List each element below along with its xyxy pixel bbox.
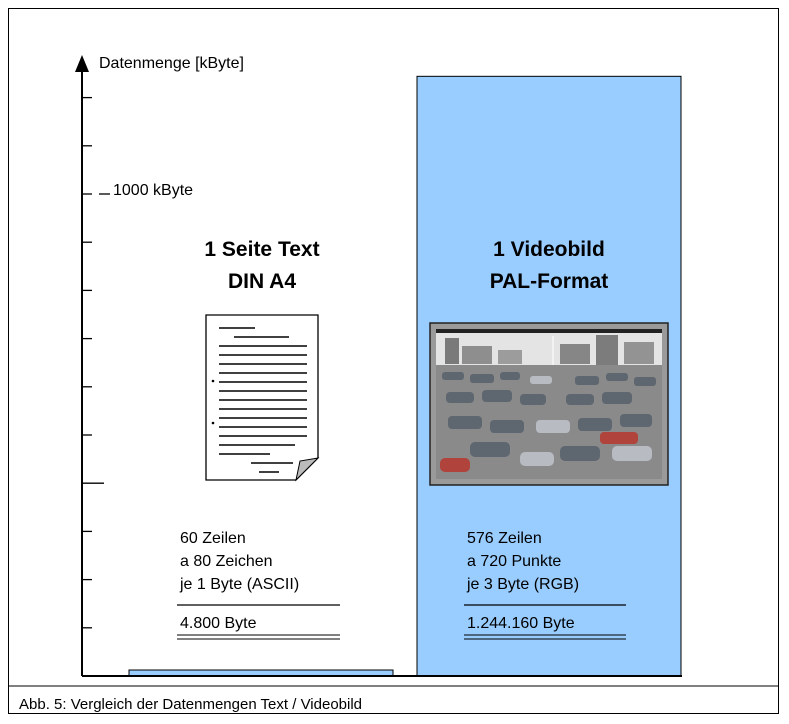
bar-title-video-line-1: 1 Videobild	[493, 238, 605, 261]
bar-total-text: 4.800 Byte	[180, 615, 257, 632]
y-axis-label: Datenmenge [kByte]	[99, 55, 244, 72]
bar-title-video-line-2: PAL-Format	[490, 270, 609, 293]
parking-lot-video-frame-image	[429, 322, 669, 486]
y-tick-label-1000: 1000 kByte	[113, 182, 193, 199]
bar-detail-text-line-1: 60 Zeilen	[180, 530, 246, 547]
bar-detail-video-line-1: 576 Zeilen	[467, 530, 542, 547]
bar-title-text-line-2: DIN A4	[228, 270, 296, 293]
bar-detail-video-line-2: a 720 Punkte	[467, 553, 561, 570]
bar-detail-text-line-2: a 80 Zeichen	[180, 553, 273, 570]
document-page-icon	[205, 314, 320, 482]
bar-detail-text-line-3: je 1 Byte (ASCII)	[179, 576, 299, 593]
y-axis-arrow-icon	[75, 55, 89, 72]
figure-caption: Abb. 5: Vergleich der Datenmengen Text /…	[19, 696, 362, 713]
bar-total-video: 1.244.160 Byte	[467, 615, 575, 632]
figure-frame	[8, 8, 779, 714]
y-axis-ticks	[82, 96, 110, 629]
bar-title-text-line-1: 1 Seite Text	[204, 238, 319, 261]
bar-detail-video-line-3: je 3 Byte (RGB)	[466, 576, 579, 593]
